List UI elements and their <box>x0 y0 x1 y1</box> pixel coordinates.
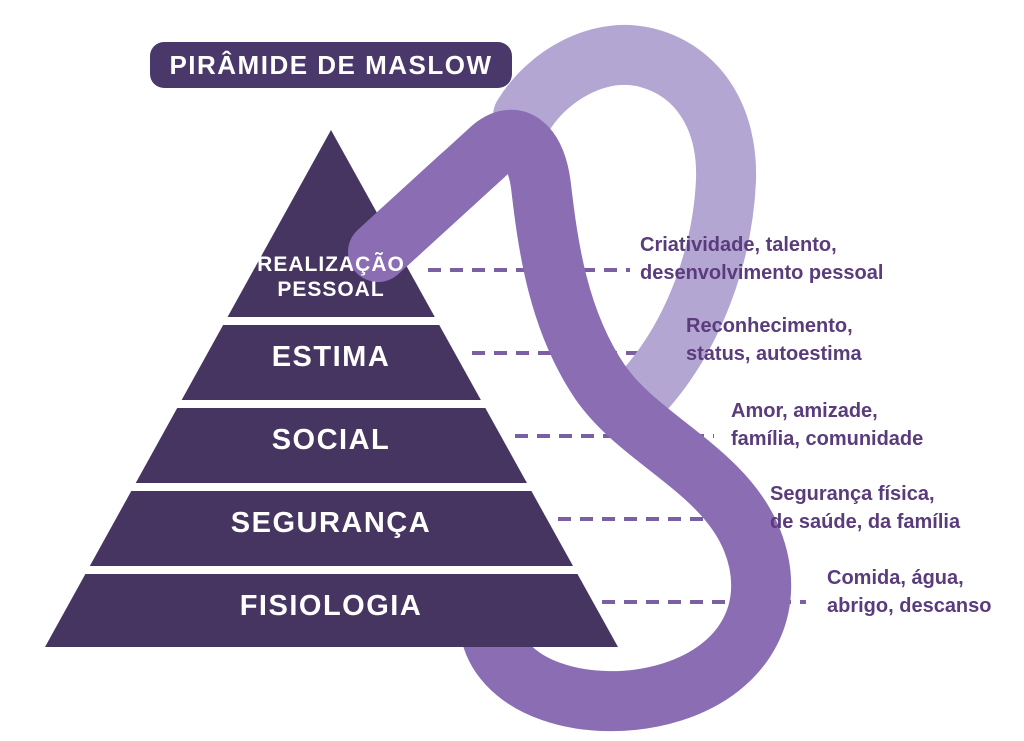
pyramid-level-label-seguranca: SEGURANÇA <box>230 507 432 539</box>
pyramid-level-label-realizacao-pessoal: REALIZAÇÃO PESSOAL <box>257 252 405 302</box>
description-realizacao-pessoal: Criatividade, talento, desenvolvimento p… <box>640 231 883 287</box>
title-badge: PIRÂMIDE DE MASLOW <box>150 42 512 88</box>
separator-line-2 <box>152 400 507 408</box>
description-line1: Criatividade, talento, <box>640 234 837 256</box>
ribbon-upstroke-overlay <box>348 147 490 282</box>
separator-line-4 <box>62 566 597 574</box>
description-line2: de saúde, da família <box>770 511 961 533</box>
description-seguranca: Segurança física, de saúde, da família <box>770 480 960 536</box>
pyramid-level-label-fisiologia: FISIOLOGIA <box>239 590 423 622</box>
page-title: PIRÂMIDE DE MASLOW <box>169 49 493 80</box>
description-line1: Comida, água, <box>827 567 964 589</box>
description-fisiologia: Comida, água, abrigo, descanso <box>827 564 992 620</box>
separator-line-1 <box>205 317 457 325</box>
ribbon-light-loop <box>493 24 757 422</box>
description-line2: status, autoestima <box>686 343 862 365</box>
description-line1: Segurança física, <box>770 483 935 505</box>
description-line1: Amor, amizade, <box>731 400 878 422</box>
description-line1: Reconhecimento, <box>686 315 853 337</box>
description-line2: abrigo, descanso <box>827 595 992 617</box>
description-estima: Reconhecimento, status, autoestima <box>686 312 862 368</box>
pyramid-level-label-social: SOCIAL <box>271 424 391 456</box>
separator-line-3 <box>100 483 582 491</box>
pyramid-shape <box>45 130 618 647</box>
description-social: Amor, amizade, família, comunidade <box>731 397 923 453</box>
pyramid-level-label-estima: ESTIMA <box>271 341 391 373</box>
level-label-line1: REALIZAÇÃO <box>257 253 405 276</box>
description-line2: desenvolvimento pessoal <box>640 262 884 284</box>
ribbon-medium-stroke <box>348 109 792 732</box>
description-line2: família, comunidade <box>731 428 924 450</box>
level-label-line2: PESSOAL <box>277 278 385 301</box>
